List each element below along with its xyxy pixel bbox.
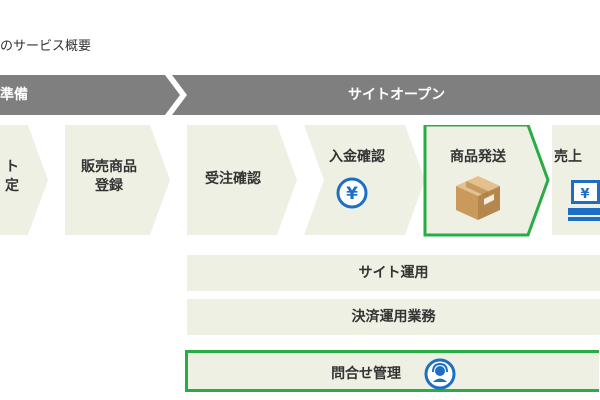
page-title: のサービス概要 (0, 39, 92, 54)
phase-label-prep: 準備 (0, 87, 28, 103)
bar-site-operation: サイト運用 (187, 255, 600, 291)
operator-headset-icon (424, 358, 456, 390)
package-box-icon (456, 176, 500, 220)
step-label-sales: 売上 (554, 149, 582, 165)
phase-header (0, 75, 600, 115)
step-label-setup: ト 定 (5, 159, 19, 194)
step-shape-product-registration (65, 125, 170, 235)
bar-payment-operation: 決済運用業務 (187, 299, 600, 335)
step-shape-order-confirm (187, 125, 297, 235)
step-label-order-confirm: 受注確認 (205, 171, 261, 187)
svg-text:¥: ¥ (346, 184, 358, 204)
step-label-product-registration: 販売商品 登録 (81, 159, 137, 194)
bar-inquiry-management: 問合せ管理 (185, 350, 599, 392)
phase-arrow-prep (0, 75, 180, 115)
bar-label-site-operation: サイト運用 (358, 265, 429, 281)
step-label-payment-confirm: 入金確認 (329, 149, 385, 165)
phase-arrow-open (172, 75, 600, 115)
step-shape-payment-confirm (304, 125, 425, 235)
bar-label-payment-operation: 決済運用業務 (351, 309, 436, 325)
yen-icon: ¥ (336, 177, 368, 209)
phase-label-open: サイトオープン (348, 87, 446, 103)
bar-label-inquiry-management: 問合せ管理 (331, 366, 402, 382)
svg-text:¥: ¥ (580, 187, 589, 202)
step-label-shipping: 商品発送 (450, 149, 506, 165)
step-shape-setup (0, 125, 48, 235)
computer-yen-icon: ¥ (568, 180, 600, 221)
